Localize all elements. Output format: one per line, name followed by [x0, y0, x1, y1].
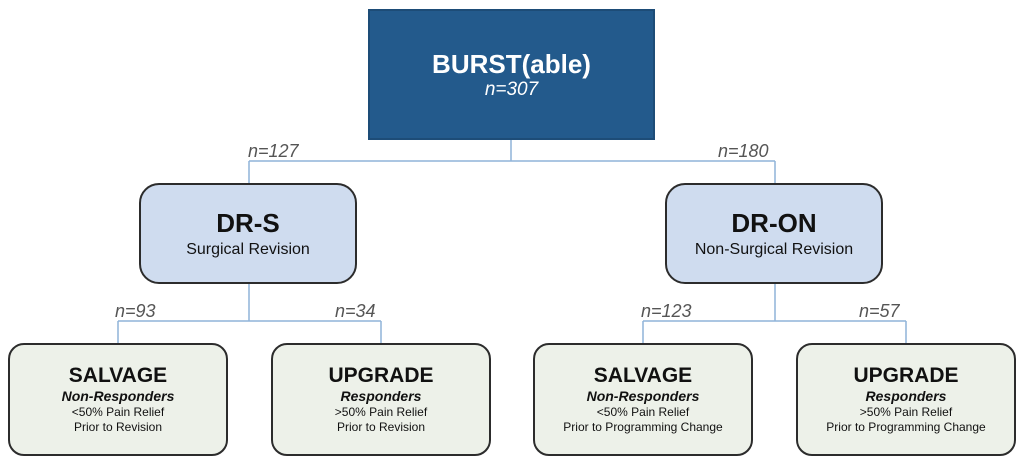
- dr-on-salvage-node: SALVAGE Non-Responders <50% Pain Relief …: [533, 343, 753, 456]
- dr-on-upgrade-node: UPGRADE Responders >50% Pain Relief Prio…: [796, 343, 1016, 456]
- leaf-timing: Prior to Programming Change: [826, 420, 986, 434]
- dr-s-upgrade-node: UPGRADE Responders >50% Pain Relief Prio…: [271, 343, 491, 456]
- leaf-role: Non-Responders: [61, 388, 175, 404]
- leaf-timing: Prior to Revision: [73, 420, 163, 434]
- leaf-criterion: >50% Pain Relief: [859, 405, 953, 419]
- leaf-role: Non-Responders: [586, 388, 700, 404]
- leaf-criterion: >50% Pain Relief: [334, 405, 428, 419]
- leaf-title: SALVAGE: [68, 364, 168, 387]
- leaf-title: SALVAGE: [593, 364, 693, 387]
- leaf-title: UPGRADE: [328, 364, 434, 387]
- leaf-timing: Prior to Programming Change: [563, 420, 723, 434]
- root-count: n=307: [484, 78, 539, 100]
- dr-on-branch-count: n=180: [718, 141, 769, 161]
- dr-s-upgrade-count: n=34: [335, 301, 376, 321]
- dr-s-branch-count: n=127: [248, 141, 299, 161]
- leaf-timing: Prior to Revision: [336, 420, 426, 434]
- leaf-role: Responders: [340, 388, 422, 404]
- dr-s-title: DR-S: [216, 207, 280, 238]
- root-node-burstable: BURST(able) n=307: [368, 9, 655, 140]
- leaf-criterion: <50% Pain Relief: [71, 405, 165, 419]
- dr-on-subtitle: Non-Surgical Revision: [694, 240, 854, 258]
- dr-s-salvage-count: n=93: [115, 301, 156, 321]
- leaf-title: UPGRADE: [853, 364, 959, 387]
- dr-s-salvage-node: SALVAGE Non-Responders <50% Pain Relief …: [8, 343, 228, 456]
- dr-on-upgrade-count: n=57: [859, 301, 900, 321]
- dr-on-salvage-count: n=123: [641, 301, 692, 321]
- dr-s-subtitle: Surgical Revision: [186, 240, 310, 258]
- leaf-criterion: <50% Pain Relief: [596, 405, 690, 419]
- root-title: BURST(able): [432, 48, 591, 79]
- dr-s-node: DR-S Surgical Revision: [139, 183, 357, 284]
- leaf-role: Responders: [865, 388, 947, 404]
- dr-on-node: DR-ON Non-Surgical Revision: [665, 183, 883, 284]
- dr-on-title: DR-ON: [731, 207, 817, 238]
